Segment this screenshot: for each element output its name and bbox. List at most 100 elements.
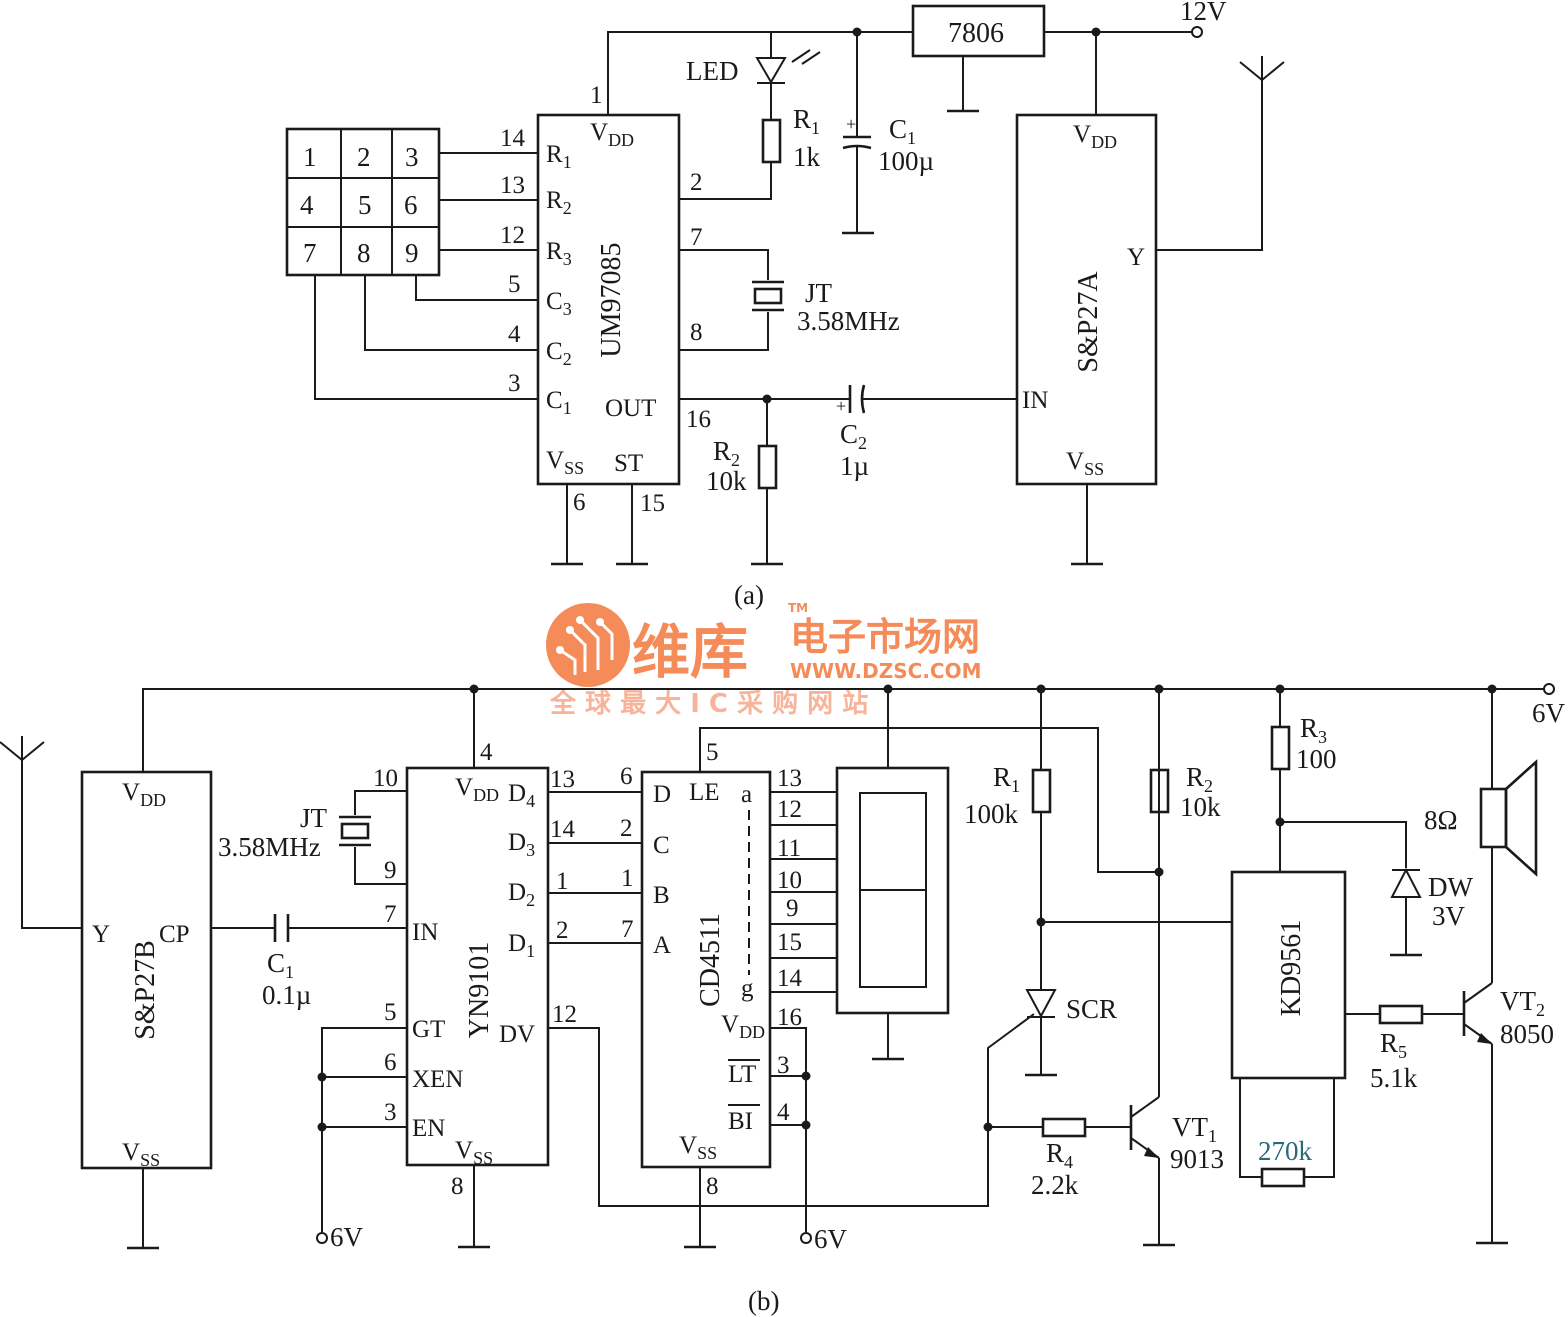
- key-1: 1: [303, 142, 317, 172]
- supply-12v-terminal: [1191, 26, 1203, 38]
- dw-label: DW: [1428, 872, 1473, 902]
- key-7: 7: [303, 238, 317, 268]
- r2-b-label: R2: [1186, 762, 1213, 796]
- um-pin-1: 1: [590, 82, 603, 109]
- um-r2-label: R2: [546, 187, 572, 218]
- um97085-name: UM97085: [596, 242, 627, 357]
- r2-b-value: 10k: [1180, 792, 1221, 822]
- um-r3-label: R3: [546, 238, 572, 269]
- capacitor-c1-a: + C1 100µ: [842, 32, 934, 235]
- key-8: 8: [357, 238, 371, 268]
- key-3: 3: [405, 142, 419, 172]
- yn-d3: D3: [508, 829, 535, 860]
- speaker-icon: [1479, 787, 1508, 849]
- cd-pin-8: 8: [706, 1173, 719, 1200]
- supply-6v-bi-label: 6V: [814, 1224, 848, 1254]
- chip-cd4511: CD4511 D C B A LE a g VDD LT BI VSS 5 6 …: [620, 727, 1159, 1254]
- dw-value: 3V: [1432, 901, 1466, 931]
- resistor-r2-b: [1149, 768, 1170, 814]
- um-out-label: OUT: [605, 395, 656, 422]
- yn-vss: VSS: [455, 1137, 493, 1168]
- watermark: 维库 电子市场网 WWW.DZSC.COM TM 全 球 最 大 I C 采 购…: [546, 601, 982, 719]
- output-stage: 8Ω R5 5.1k VT2 8050: [1345, 689, 1554, 1245]
- yn-xen: XEN: [412, 1066, 463, 1093]
- sp27a-in: IN: [1022, 387, 1048, 414]
- cd-pin-3: 3: [777, 1052, 790, 1079]
- yn-pin-8: 8: [451, 1173, 464, 1200]
- cd4511-name: CD4511: [695, 913, 726, 1007]
- scr-label: SCR: [1066, 994, 1117, 1024]
- keypad: 1 2 3 4 5 6 7 8 9: [285, 127, 441, 277]
- cd-pin-7: 7: [621, 916, 634, 943]
- grounds-um: [551, 484, 648, 566]
- cd-vss: VSS: [679, 1132, 717, 1163]
- cd-out-12: 12: [777, 796, 802, 823]
- kd9561-name: KD9561: [1276, 920, 1307, 1016]
- resistor-r5: [1378, 1004, 1424, 1025]
- yn-d4: D4: [508, 780, 535, 811]
- yn-en: EN: [412, 1115, 445, 1142]
- um-pin-5: 5: [508, 271, 521, 298]
- chip-sp27b: S&P27B VDD Y CP VSS: [0, 736, 213, 1250]
- cd-out-14: 14: [777, 965, 803, 992]
- yn-pin-13: 13: [550, 766, 575, 793]
- um-pin-13: 13: [500, 172, 525, 199]
- c1-b-value: 0.1µ: [262, 980, 311, 1010]
- c1-a-plus: +: [846, 114, 856, 134]
- key-9: 9: [405, 238, 419, 268]
- cd-pin-1: 1: [621, 865, 634, 892]
- cd-seg-a: a: [741, 781, 752, 808]
- um-pin-7: 7: [690, 224, 703, 251]
- r1-scr-branch: R1 100k SCR: [964, 689, 1232, 1132]
- um-pin-8: 8: [690, 319, 703, 346]
- r1-a-value: 1k: [793, 142, 821, 172]
- cd-pin-2: 2: [620, 815, 633, 842]
- jt-b-value: 3.58MHz: [218, 832, 321, 862]
- watermark-brand2: 电子市场网: [790, 615, 980, 659]
- cd-pin-16: 16: [777, 1004, 802, 1031]
- r4-label: R4: [1046, 1138, 1073, 1172]
- yn-pin-3: 3: [384, 1099, 397, 1126]
- key-6: 6: [404, 190, 418, 220]
- um-pin-2: 2: [690, 169, 703, 196]
- um-pin-6: 6: [573, 489, 586, 516]
- chip-sp27a: S&P27A VDD Y IN VSS: [1015, 56, 1285, 566]
- cd-vdd: VDD: [721, 1011, 765, 1042]
- cd-out-11: 11: [777, 835, 801, 862]
- cd-c: C: [653, 832, 670, 859]
- resistor-r3: [1270, 725, 1291, 771]
- cd-le: LE: [689, 779, 720, 806]
- watermark-tm: TM: [788, 601, 808, 615]
- sp27a-vss: VSS: [1066, 448, 1104, 479]
- r2-a-label: R2: [713, 436, 740, 470]
- led-emission-icon: [791, 49, 821, 65]
- vt1-label: VT1: [1172, 1112, 1217, 1146]
- antenna-b-icon: [0, 736, 45, 761]
- resistor-r4: [1041, 1117, 1087, 1138]
- sp27a-vdd: VDD: [1073, 121, 1117, 152]
- chip-kd9561: KD9561 R3 100 DW 3V 270k: [1230, 689, 1473, 1188]
- yn-pin-2: 2: [556, 917, 569, 944]
- r4-value: 2.2k: [1031, 1170, 1079, 1200]
- cd-b: B: [653, 882, 670, 909]
- watermark-brand: 维库: [632, 618, 748, 686]
- caption-b: (b): [748, 1286, 779, 1316]
- c2-a-plus: +: [836, 396, 846, 416]
- seven-segment-icon: [859, 792, 927, 988]
- r1-b-value: 100k: [964, 799, 1019, 829]
- um-vss-label: VSS: [546, 447, 584, 478]
- jt-a-value: 3.58MHz: [797, 306, 900, 336]
- um-r1-label: R1: [546, 141, 572, 172]
- vt2-value: 8050: [1500, 1019, 1554, 1049]
- key-2: 2: [357, 142, 371, 172]
- resistor-r1-a: [761, 118, 782, 164]
- caption-a: (a): [734, 580, 764, 610]
- cd-pin-5: 5: [706, 739, 719, 766]
- segment-lines: [770, 791, 837, 993]
- yn-in: IN: [412, 919, 438, 946]
- sp27b-vdd: VDD: [122, 779, 166, 810]
- cd-lt: LT: [728, 1061, 756, 1088]
- supply-6v-terminal: [1543, 683, 1555, 695]
- circuit-a: 1 2 3 4 5 6 7 8 9 UM97085 VDD R1 R2 R3 C…: [285, 0, 1285, 610]
